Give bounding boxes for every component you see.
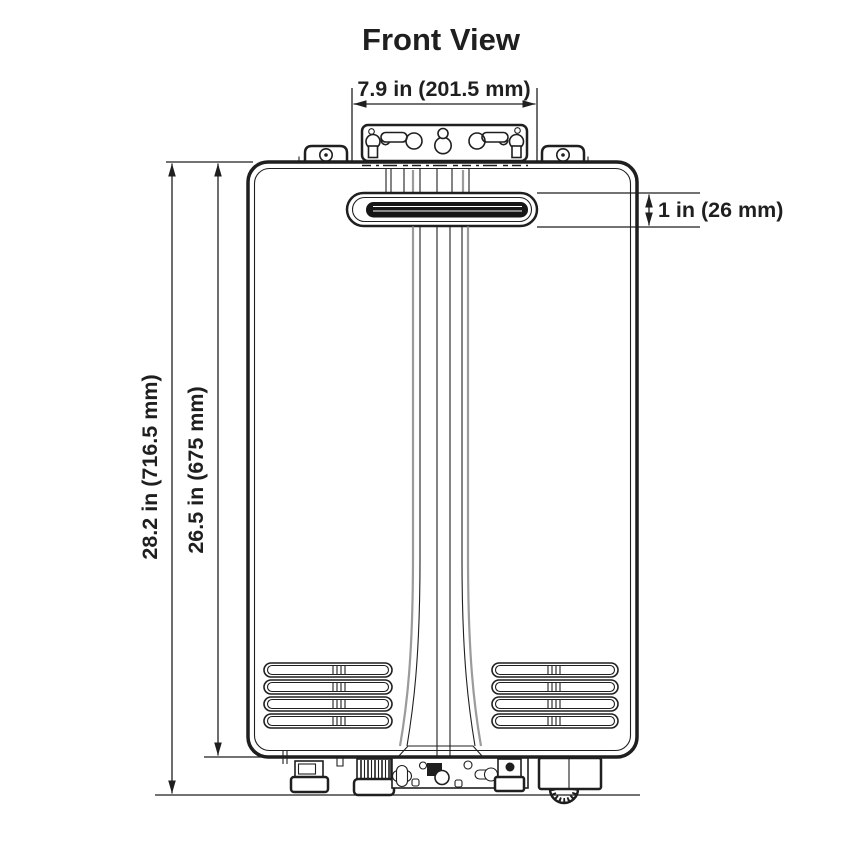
bracket-hole-left	[405, 132, 423, 150]
dim-bracket-width: 7.9 in (201.5 mm)	[351, 77, 538, 163]
threaded-union-fitting	[352, 758, 396, 797]
louver-slot	[263, 662, 393, 678]
cover-base-trapezoid	[397, 745, 484, 758]
bracket-hole-right	[468, 132, 486, 150]
mounting-bracket	[360, 123, 529, 163]
left-louver-vents	[263, 662, 393, 729]
page-title: Front View	[362, 22, 521, 57]
case-bottom-notch	[336, 757, 344, 767]
keyhole-slot-left	[365, 133, 381, 159]
valve-fitting	[493, 758, 526, 793]
dim-label-cabinet-height: 26.5 in (675 mm)	[184, 386, 208, 553]
front-cover-contour-upper	[385, 168, 470, 192]
louver-slot	[263, 679, 393, 695]
heater-cabinet	[246, 160, 639, 759]
right-louver-vents	[491, 662, 619, 729]
bottom-connections	[282, 751, 603, 805]
louver-slot	[263, 713, 393, 729]
drain-housing	[537, 756, 603, 805]
vent-opening	[366, 202, 528, 218]
dim-heights: 28.2 in (716.5 mm) 26.5 in (675 mm)	[138, 161, 315, 794]
bracket-pin-hole-right	[514, 127, 521, 134]
louver-slot	[491, 679, 619, 695]
dim-vent-height: 1 in (26 mm)	[537, 192, 783, 228]
drain-valve-knob	[548, 788, 580, 805]
clover-fitting	[391, 764, 413, 788]
front-cover-contour	[397, 226, 484, 758]
keyhole-slot-center	[433, 127, 452, 155]
louver-slot	[263, 696, 393, 712]
exhaust-vent-slot	[345, 191, 539, 228]
louver-slot	[491, 662, 619, 678]
dim-label-bracket-width: 7.9 in (201.5 mm)	[357, 77, 530, 101]
dim-label-vent-height: 1 in (26 mm)	[658, 198, 783, 222]
keyhole-slot-right	[508, 133, 525, 159]
louver-slot	[491, 696, 619, 712]
louver-slot	[491, 713, 619, 729]
bracket-slot-right	[481, 131, 509, 146]
dim-label-overall-height: 28.2 in (716.5 mm)	[138, 374, 162, 559]
water-inlet-fitting	[289, 760, 330, 794]
